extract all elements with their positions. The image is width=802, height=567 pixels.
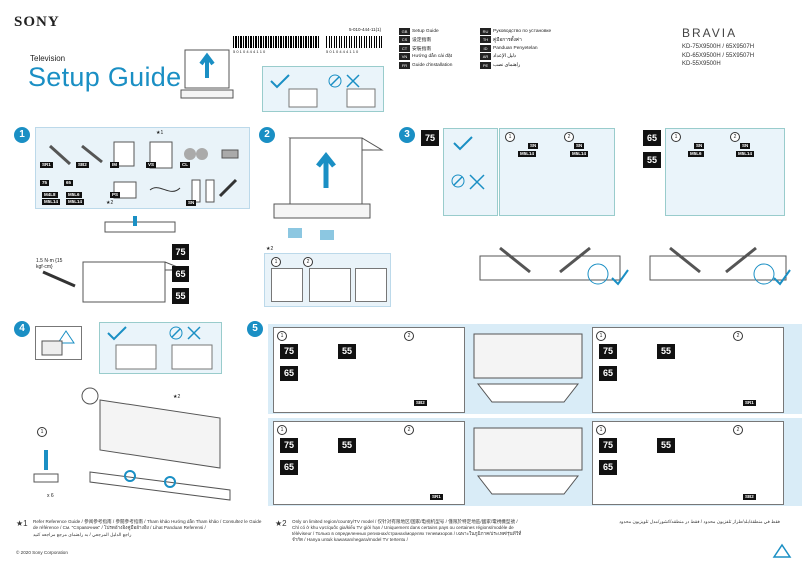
parts-panel: ★1 SR1 SB2 IM VS CL 75 65 M4L8 M5L6 M5L1… [35,127,250,209]
step5-detail-box: 1 2 75 65 55 SR1 [592,327,784,413]
check-prohibit-icons [107,326,213,370]
part-label: IM [110,162,119,168]
star2-mark: ★2 [106,200,114,206]
sony-logo: SONY [14,14,60,30]
sub-step-1: 1 [271,257,281,267]
part-label: 75 [40,180,50,186]
step5-detail-box: 1 2 75 65 55 SB2 [592,421,784,505]
check-mark-icon [270,74,376,108]
barcode-number: 5 0 1 0 4 4 4 1 1 0 [233,49,266,54]
region-note: Only on limited region/country/TV model … [292,519,522,542]
detail-box [271,268,303,302]
sub-step-2: 2 [303,257,313,267]
step5-tv-back-illustration-2 [473,427,583,495]
page-title: Setup Guide [28,62,182,92]
tag-m5l14: M5L14 [736,151,755,157]
parts-illustration [48,141,239,203]
barcode-number-2: 5 0 1 0 4 4 4 1 1 0 [326,49,359,54]
tag-sn: SN [740,143,751,149]
part-label: CL [180,162,190,168]
step-2-badge: 2 [259,127,275,143]
step4-tv-placement-illustration [33,387,231,501]
part-label: M5L14 [66,199,85,205]
torque-note: 1.5 N·m {15 kgf·cm} [36,258,63,270]
size-65-badge: 65 [172,266,189,282]
step3-stand-attach-illustration [479,246,629,286]
reference-note-ar: راجع الدليل المرجعي / به راهنمای مرجع مر… [33,532,132,537]
step-1-badge: 1 [14,127,30,143]
step4-check-panel [99,322,222,374]
tag-m5l14: M5L14 [518,151,537,157]
tag-sn: SN [528,143,539,149]
region-note-ar: فقط في منطقة/بلد/طراز تلفزيون محدود / فق… [619,519,780,524]
part-label: SR1 [40,162,53,168]
warning-icon [41,330,75,356]
size-55-badge: 55 [643,152,661,168]
tag-sn: SN [574,143,585,149]
part-label: M5L6 [66,192,82,198]
sub-step-1: 1 [37,427,47,437]
part-number: 5-010-444-11(1) [349,27,382,32]
step2-detail-panel: 1 2 [264,253,391,307]
step-5-badge: 5 [247,321,263,337]
tag-m5l6: M5L6 [688,151,704,157]
step3-stand-panel: 1 2 SN M5L14 SN M5L14 [499,128,615,216]
part-label: SN [186,200,197,206]
step-3-badge: 3 [399,127,415,143]
barcode-2 [326,36,382,48]
star2-mark: ★2 [275,519,287,528]
step5-tv-back-illustration [473,333,583,403]
size-75-badge: 75 [421,130,439,146]
bravia-logo: BRAVIA [682,26,738,40]
step5-detail-box: 1 2 75 65 55 SR1 [273,421,465,505]
step5-detail-box: 1 2 75 65 55 SB2 [273,327,465,413]
star2-mark: ★2 [266,246,274,252]
step4-warning-box [35,326,82,360]
star2-mark: ★2 [173,394,181,400]
part-label: PS [110,192,121,198]
step3-stand-panel-small: 1 2 SN M5L6 SN M5L14 [665,128,785,216]
unbox-illustration [180,49,234,99]
step1-box-illustration [42,216,185,303]
size-55-badge: 55 [172,288,189,304]
model-list: KD-75X9500H / 65X9507H KD-65X9500H / 55X… [682,44,755,67]
part-label: VS [146,162,157,168]
step-4-badge: 4 [14,321,30,337]
step3-stand-attach-illustration-2 [649,246,791,286]
star1-mark: ★1 [156,130,164,136]
product-type: Television [30,54,66,63]
part-label: 65 [64,180,74,186]
part-label: SB2 [76,162,89,168]
quantity-x6: x 6 [47,493,54,499]
detail-box [355,268,387,302]
barcode [233,36,319,48]
step3-check-panel [443,128,498,216]
star1-mark: ★1 [16,519,28,528]
part-label: M4L8 [42,192,58,198]
part-label: M5L14 [42,199,61,205]
detail-box [309,268,351,302]
step2-lift-box-illustration [273,137,384,240]
header-check-panel [262,66,384,112]
check-prohibit-icons [451,136,485,190]
copyright: © 2020 Sony Corporation [16,550,68,555]
tag-m5l14: M5L14 [570,151,589,157]
size-65-badge: 65 [643,130,661,146]
tag-sn: SN [694,143,705,149]
recycle-icon [772,543,792,558]
reference-note: Refer Reference Guide / 参阅参考指南 / 參閱參考指南 … [33,519,262,530]
size-75-badge: 75 [172,244,189,260]
